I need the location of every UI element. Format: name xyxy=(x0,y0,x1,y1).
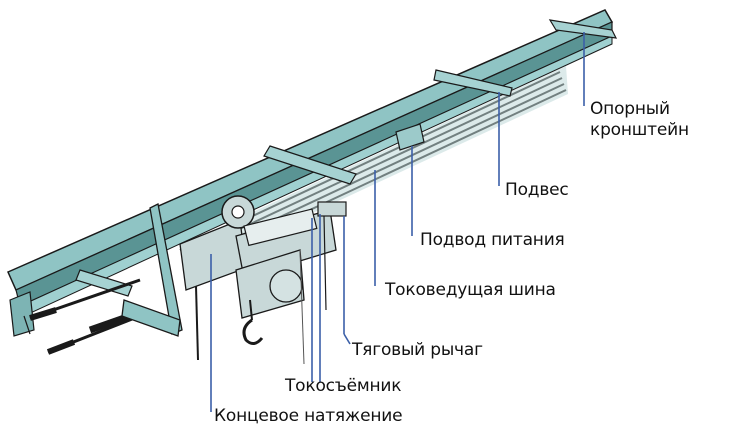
leader-tow-arm-b xyxy=(343,333,351,345)
trolley-hoist xyxy=(179,195,347,365)
label-busbar: Токоведущая шина xyxy=(385,280,556,300)
leader-lines xyxy=(210,32,585,412)
label-support-bracket-2: кронштейн xyxy=(590,120,689,140)
power-feed-box xyxy=(395,123,425,151)
end-post xyxy=(121,203,183,337)
label-support-bracket-1: Опорный xyxy=(590,99,670,119)
label-power-feed: Подвод питания xyxy=(420,230,565,250)
label-tow-arm: Тяговый рычаг xyxy=(352,340,483,360)
label-collector: Токосъёмник xyxy=(285,376,402,396)
label-end-tensioner: Концевое натяжение xyxy=(214,406,403,426)
support-brackets xyxy=(75,19,618,297)
label-hanger: Подвес xyxy=(505,180,569,200)
